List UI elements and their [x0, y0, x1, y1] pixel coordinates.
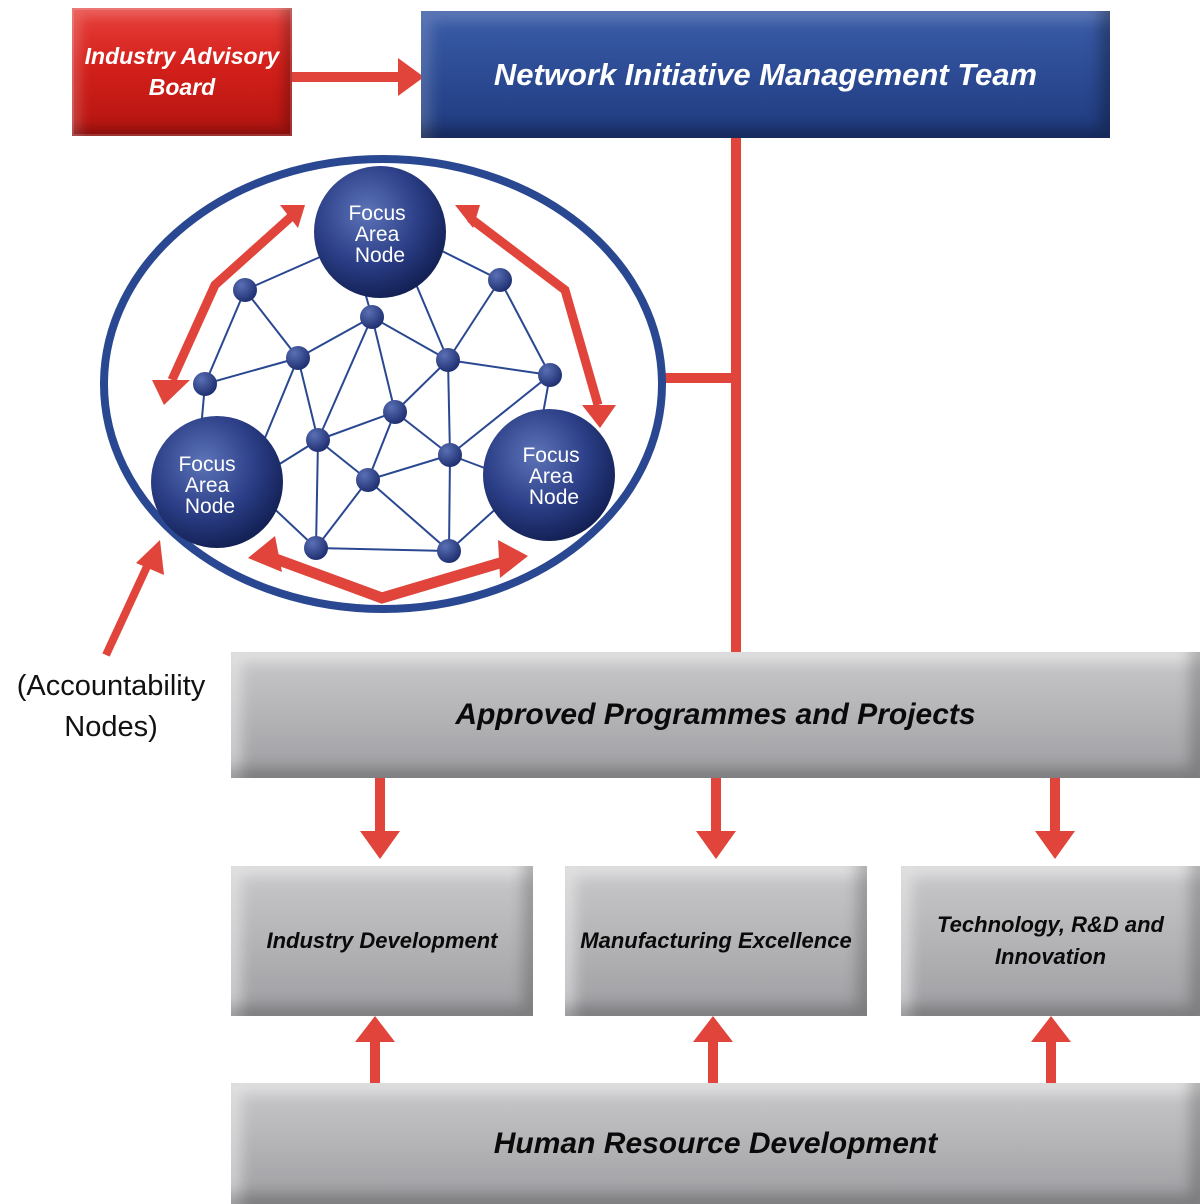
focus-node-top — [314, 166, 446, 298]
pillar-manufacturing-excellence: Manufacturing Excellence — [565, 866, 867, 1016]
focus-node-right — [483, 409, 615, 541]
trunk-line — [731, 138, 741, 654]
approved-programmes-label: Approved Programmes and Projects — [455, 698, 976, 731]
pillar-industry-development: Industry Development — [231, 866, 533, 1016]
pillar-technology-rd-innovation: Technology, R&D and Innovation — [901, 866, 1200, 1016]
industry-advisory-board-box: Industry Advisory Board — [72, 8, 292, 136]
pillar-label: Technology, R&D and Innovation — [937, 912, 1164, 969]
management-team-label: Network Initiative Management Team — [493, 56, 1038, 92]
advisory-to-team-arrow — [292, 58, 424, 96]
approved-to-pillar-arrows — [360, 778, 1075, 859]
hrd-to-pillar-arrows — [355, 1016, 1071, 1083]
focus-node-left-label: Focus Area Node — [178, 453, 241, 518]
human-resource-development-box: Human Resource Development — [231, 1083, 1200, 1204]
industry-advisory-board-label: Industry Advisory Board — [84, 43, 280, 100]
focus-node-left — [151, 416, 283, 548]
human-resource-development-label: Human Resource Development — [493, 1126, 938, 1160]
circulation-arrows — [152, 205, 616, 604]
branch-line — [664, 373, 736, 383]
focus-node-right-label: Focus Area Node — [522, 444, 585, 509]
network-nodes — [193, 268, 562, 563]
focus-node-top-label: Focus Area Node — [348, 202, 411, 267]
pillar-label: Manufacturing Excellence — [580, 928, 852, 953]
accountability-pointer-arrow — [102, 540, 164, 657]
approved-programmes-box: Approved Programmes and Projects — [231, 652, 1200, 778]
pillar-label: Industry Development — [266, 928, 498, 953]
accountability-ellipse — [100, 155, 666, 613]
management-team-box: Network Initiative Management Team — [421, 11, 1110, 138]
accountability-nodes-label: (Accountability Nodes) — [16, 670, 206, 743]
